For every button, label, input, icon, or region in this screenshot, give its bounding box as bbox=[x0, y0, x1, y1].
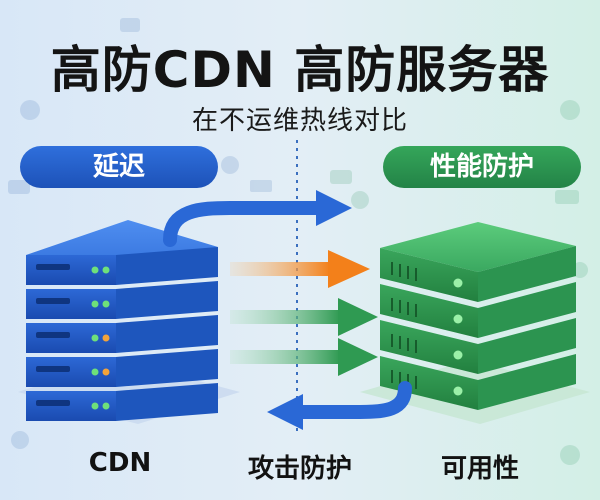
latency-arrowhead bbox=[316, 190, 352, 226]
attack-arrow bbox=[230, 262, 330, 276]
traffic-arrowhead bbox=[338, 298, 378, 336]
latency-arrow bbox=[163, 201, 325, 247]
attack-protection-label: 攻击防护 bbox=[247, 454, 352, 484]
decorative-pattern bbox=[8, 18, 272, 449]
performance-protection-label: 性能防护 bbox=[383, 146, 581, 188]
traffic-arrow bbox=[230, 350, 340, 364]
page-title: 高防CDN 高防服务器 bbox=[50, 41, 550, 99]
return-arrow bbox=[293, 381, 412, 419]
cdn-label: CDN bbox=[88, 448, 152, 478]
protected-server-stack bbox=[380, 222, 576, 410]
attack-arrowhead bbox=[328, 250, 370, 288]
latency-label: 延迟 bbox=[20, 146, 218, 188]
subtitle: 在不运维热线对比 bbox=[191, 106, 408, 136]
traffic-arrow bbox=[230, 310, 340, 324]
traffic-arrowhead bbox=[338, 338, 378, 376]
cdn-server-stack bbox=[26, 220, 218, 421]
availability-label: 可用性 bbox=[440, 454, 519, 484]
return-arrowhead bbox=[267, 394, 303, 430]
